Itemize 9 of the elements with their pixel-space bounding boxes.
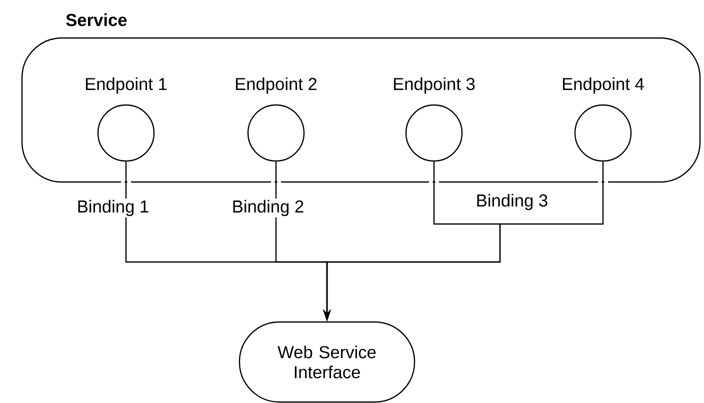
edge-label: Binding 3 — [474, 192, 550, 212]
node-label: Service — [66, 13, 127, 26]
node-label: Endpoint 4 — [562, 77, 644, 94]
node-label: Endpoint 1 — [86, 77, 167, 94]
edge-label: Binding 2 — [230, 198, 306, 218]
node-label: Endpoint 3 — [394, 77, 475, 94]
edge-label: Binding 1 — [76, 198, 150, 218]
node-label: Endpoint 2 — [236, 77, 317, 94]
interface-box: Web Service Interface — [238, 321, 416, 403]
